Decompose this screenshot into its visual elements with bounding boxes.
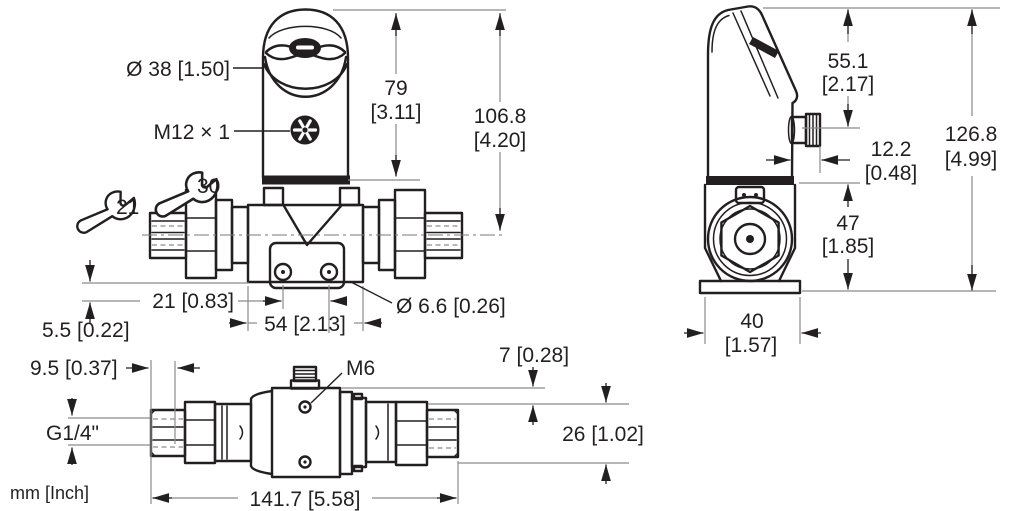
port-bore: [733, 222, 767, 256]
total-length-dim: 141.7 [5.58]: [250, 488, 361, 511]
head-height-dim-mm: 79: [384, 77, 407, 100]
port-height-dim-mm: 47: [836, 212, 859, 235]
head-diameter-label: Ø 38 [1.50]: [126, 58, 230, 81]
mount-hole-right: [319, 262, 339, 282]
mounting-plate: [268, 241, 346, 290]
connector-thread-label: M12 × 1: [154, 121, 230, 144]
sensor-body-bottom: [249, 365, 342, 479]
head-height-dim-in: [3.11]: [371, 101, 422, 124]
total-height-side-dim-mm: 126.8: [945, 123, 998, 146]
thread-left-bottom: [149, 408, 187, 458]
body-width-dim-mm: 40: [740, 310, 763, 333]
connector-height-dim-mm: 55.1: [828, 50, 869, 73]
connector-length-dim-in: [0.48]: [865, 162, 918, 185]
units-note: mm [Inch]: [10, 483, 89, 503]
mount-hole-left: [273, 262, 293, 282]
total-height-side-dim-in: [4.99]: [945, 148, 998, 171]
connector-height-dim-in: [2.17]: [822, 73, 875, 96]
thread-right-bottom: [425, 408, 460, 459]
hex-nut-left-bottom: [183, 400, 217, 465]
fitting-left-bottom: [149, 400, 253, 465]
m12-connector-side: [787, 112, 822, 148]
total-height-dim-in: [4.20]: [474, 129, 527, 152]
mount-hole-dim: Ø 6.6 [0.26]: [396, 295, 506, 318]
m12-connector-up: [292, 365, 318, 383]
hex-silhouette: [720, 204, 780, 274]
side-view-dimensions: [684, 7, 1000, 344]
fitting-right-bottom: [338, 390, 460, 476]
bottom-view-dimensions: [67, 360, 629, 504]
port-thread-label: G1/4": [46, 422, 99, 445]
sensor-head-front: [261, 8, 350, 185]
front-view-dimensions: [82, 9, 506, 333]
process-fitting-right: [361, 188, 464, 280]
m12-connector-front: [290, 115, 320, 145]
base-plate: [698, 279, 802, 295]
side-view: 55.1 [2.17] 12.2 [0.48] 47 [1.85] 126.8 …: [684, 5, 1000, 357]
clamp-bracket: [734, 185, 766, 205]
bottom-view: 9.5 [0.37] G1/4" M6 7 [0.28] 26 [1.02] 1…: [10, 344, 644, 511]
body-width-dim-in: [1.57]: [725, 334, 778, 357]
wrench-size-21-label: 21: [116, 196, 139, 219]
hex-width-dim: 26 [1.02]: [562, 423, 644, 446]
block-width-dim: 54 [2.13]: [264, 313, 346, 336]
hole-spacing-dim: 21 [0.83]: [152, 290, 234, 313]
sensor-body-front: [246, 186, 365, 290]
thread-length-dim: 9.5 [0.37]: [30, 357, 118, 380]
top-offset-dim: 7 [0.28]: [499, 344, 569, 367]
screw-thread-label: M6: [346, 357, 375, 380]
display-slot-side: [749, 37, 779, 58]
m6-hole-bottom: [298, 455, 312, 469]
front-view: Ø 38 [1.50] M12 × 1 21 30 79 [3.11] 106.…: [42, 8, 527, 342]
total-height-dim-mm: 106.8: [474, 105, 527, 128]
port-block-side: [698, 183, 802, 295]
hex-nut-right-bottom: [394, 400, 429, 467]
connector-length-dim-mm: 12.2: [871, 138, 912, 161]
port-height-dim-in: [1.85]: [822, 235, 875, 258]
sensor-head-side: [706, 5, 822, 185]
m6-hole-top: [298, 400, 312, 414]
wrench-size-30-label: 30: [197, 175, 220, 198]
hex-nut-right: [393, 188, 427, 280]
plate-offset-dim: 5.5 [0.22]: [42, 319, 130, 342]
